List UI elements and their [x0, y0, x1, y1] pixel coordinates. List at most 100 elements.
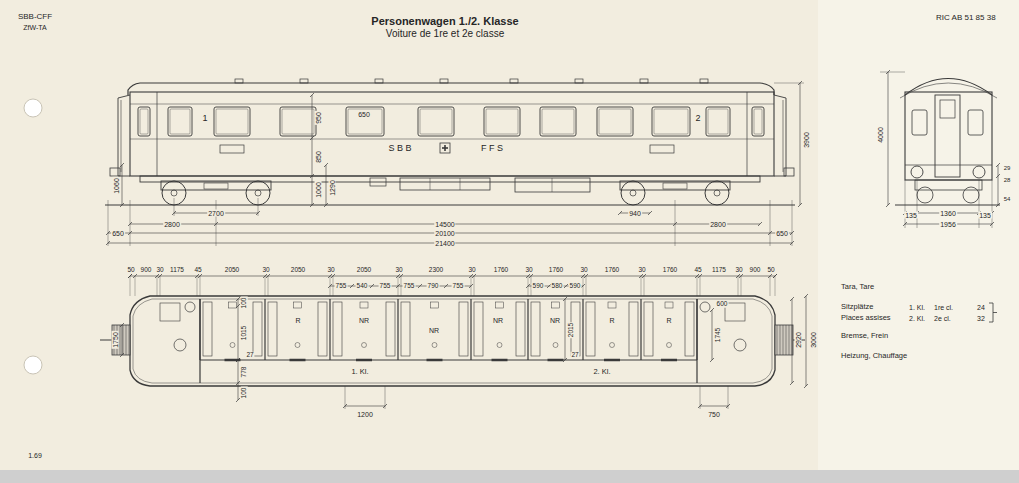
- drawing-line: [130, 139, 774, 140]
- dimension-label: 1760: [604, 267, 620, 274]
- drawing-line: [747, 92, 748, 176]
- drawing-line: [130, 276, 775, 277]
- drawing-line: [106, 231, 110, 235]
- drawing-rect: [300, 79, 308, 83]
- drawing-circle: [714, 190, 720, 196]
- drawing-rect: [229, 302, 237, 308]
- drawing-line: [806, 296, 807, 386]
- dimension-label: 100: [241, 387, 248, 400]
- drawing-rect: [440, 143, 450, 153]
- drawing-line: [768, 274, 772, 278]
- drawing-rect: [220, 145, 244, 153]
- dimension-label: 580: [551, 283, 564, 290]
- punch-hole: [24, 356, 42, 374]
- drawing-line: [790, 381, 794, 385]
- dimension-label: 1000: [315, 181, 322, 199]
- drawing-rect: [370, 178, 386, 186]
- dimension-label: 1750: [112, 331, 119, 349]
- drawing-rect: [360, 302, 368, 308]
- drawing-line: [310, 174, 314, 178]
- dimension-label: R: [294, 317, 301, 324]
- drawing-rect: [915, 180, 982, 190]
- dimension-label: 2. Kl.: [908, 315, 926, 322]
- drawing-line: [324, 203, 328, 207]
- drawing-line: [710, 358, 714, 362]
- dimension-label: 1760: [548, 267, 564, 274]
- drawing-line: [198, 274, 202, 278]
- drawing-rect: [629, 302, 638, 356]
- dimension-label: 900: [140, 267, 153, 274]
- drawing-line: [786, 325, 787, 355]
- drawing-rect: [685, 302, 694, 356]
- dimension-label: 755: [403, 283, 416, 290]
- dimension-label: 4000: [877, 126, 884, 144]
- drawing-line: [792, 200, 793, 246]
- drawing-rect: [484, 107, 520, 136]
- drawing-circle: [734, 339, 746, 351]
- dimension-label: 30: [261, 267, 270, 274]
- drawing-line: [120, 163, 124, 167]
- dimension-label: NR: [549, 317, 561, 324]
- drawing-rect: [516, 302, 525, 356]
- drawing-rect: [542, 109, 574, 134]
- dimension-label: 1015: [241, 325, 248, 341]
- dimension-label: Tara, Tare: [840, 283, 875, 291]
- drawing-rect: [486, 109, 518, 134]
- drawing-line: [700, 276, 701, 296]
- drawing-circle: [705, 181, 729, 205]
- drawing-line: [739, 274, 743, 278]
- drawing-circle: [973, 166, 985, 178]
- drawing-line: [200, 360, 697, 361]
- paper-right: [818, 0, 1019, 470]
- dimension-label: 950: [315, 111, 322, 125]
- drawing-rect: [599, 109, 631, 134]
- dimension-label: 2800: [709, 221, 727, 228]
- drawing-line: [905, 180, 906, 228]
- drawing-line: [563, 358, 567, 362]
- dimension-label: 1.69: [27, 452, 43, 459]
- drawing-line: [998, 165, 999, 205]
- dimension-label: 755: [452, 283, 465, 290]
- drawing-line: [789, 325, 790, 355]
- drawing-line: [648, 211, 652, 215]
- drawing-circle: [917, 187, 933, 203]
- drawing-line: [804, 384, 808, 388]
- drawing-line: [886, 70, 890, 74]
- dimension-label: 1760: [493, 267, 509, 274]
- drawing-line: [331, 274, 335, 278]
- drawing-rect: [510, 79, 518, 83]
- dimension-label: 650: [357, 111, 371, 118]
- drawing-line: [527, 299, 528, 360]
- drawing-line: [108, 200, 109, 246]
- drawing-line: [552, 178, 553, 192]
- dimension-label: R: [665, 317, 672, 324]
- drawing-rect: [644, 302, 653, 356]
- dimension-label: Heizung, Chauffage: [840, 352, 908, 360]
- dimension-label: 27: [245, 352, 254, 359]
- drawing-line: [130, 104, 774, 105]
- floor-plan: [100, 274, 808, 409]
- drawing-line: [236, 297, 240, 301]
- drawing-rect: [515, 178, 590, 192]
- drawing-line: [197, 276, 198, 296]
- dimension-label: 755: [335, 283, 348, 290]
- drawing-line: [266, 274, 270, 278]
- drawing-line: [236, 304, 240, 308]
- drawing-line: [770, 276, 771, 296]
- drawing-rect: [400, 178, 490, 190]
- drawing-title: Personenwagen 1./2. Klasse: [370, 16, 519, 27]
- drawing-line: [158, 274, 162, 278]
- drawing-path: [900, 83, 997, 98]
- drawing-line: [790, 241, 794, 245]
- drawing-line: [172, 211, 176, 215]
- dimension-label: 2. Kl.: [592, 368, 611, 376]
- dimension-label: NR: [492, 317, 504, 324]
- drawing-line: [661, 359, 677, 362]
- dimension-label: 32: [976, 315, 986, 322]
- drawing-circle: [700, 302, 710, 312]
- drawing-path: [133, 299, 772, 383]
- drawing-line: [312, 95, 313, 205]
- drawing-line: [430, 178, 431, 190]
- dimension-label: 790: [427, 283, 440, 290]
